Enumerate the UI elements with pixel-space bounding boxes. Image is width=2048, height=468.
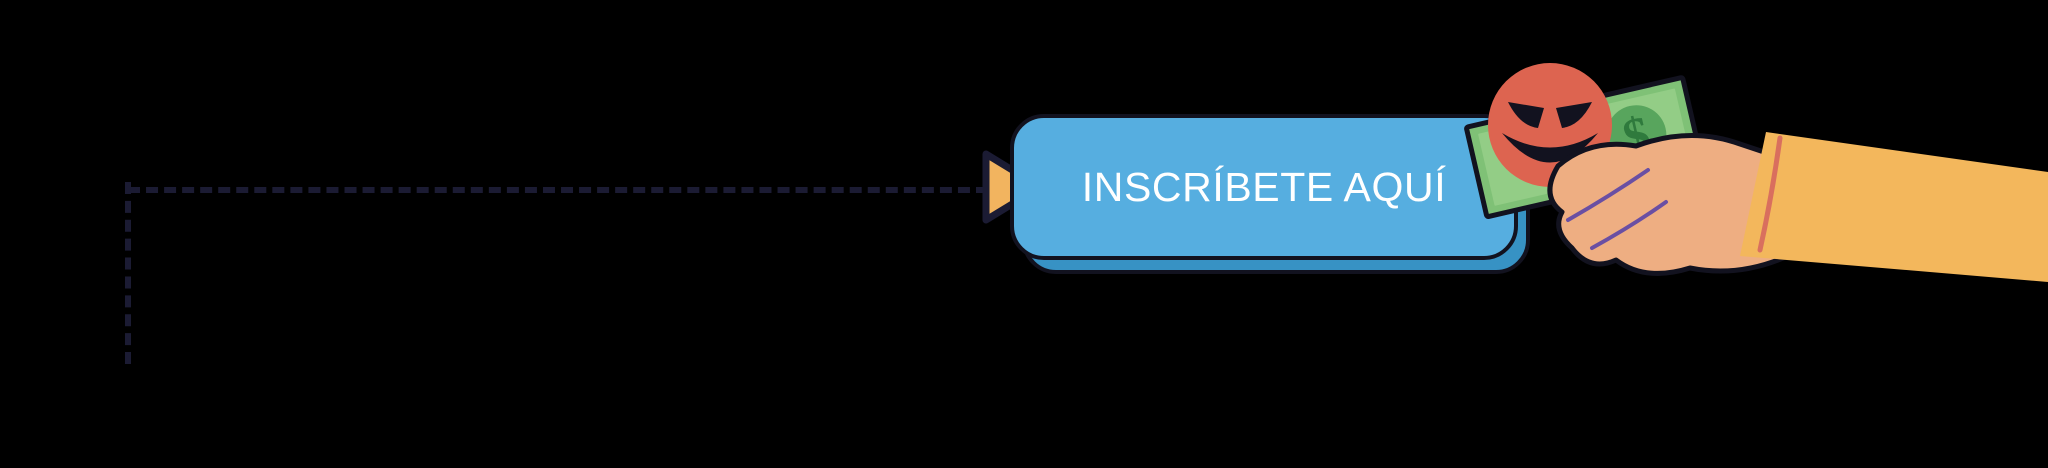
cta-button-inscribete-aqui[interactable]: INSCRÍBETE AQUÍ (1010, 114, 1518, 260)
hand-offering-money-illustration: $ (1440, 20, 2048, 360)
open-hand-icon (1547, 132, 1793, 276)
dashed-line-horizontal (128, 187, 988, 193)
shirt-sleeve (1740, 132, 2048, 282)
dashed-line-vertical (125, 182, 131, 364)
cta-button-label: INSCRÍBETE AQUÍ (1081, 163, 1447, 210)
